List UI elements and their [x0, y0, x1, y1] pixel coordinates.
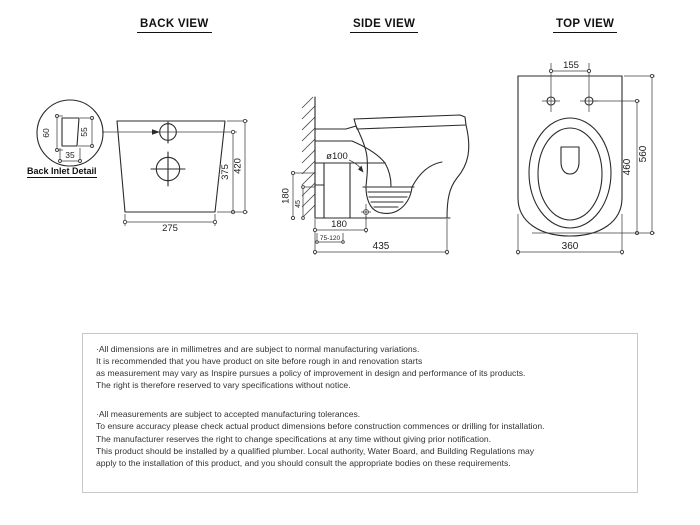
dim-inlet-60: 60: [41, 128, 51, 138]
note-line: as measurement may vary as Inspire pursu…: [96, 368, 526, 379]
dim-inlet-55: 55: [79, 127, 89, 137]
dim-top-460: 460: [622, 158, 633, 175]
dim-back-275: 275: [162, 223, 178, 234]
wall-hatch: [301, 96, 316, 219]
side-view-drawing: ø100 180 45 180 75-120: [281, 96, 470, 255]
top-view-title: TOP VIEW: [553, 18, 618, 33]
dim-side-45: 45: [295, 200, 302, 208]
dim-side-435: 435: [373, 241, 390, 252]
dim-top-560: 560: [638, 145, 649, 162]
leader-arrow-icon: [358, 165, 364, 173]
dim-side-180-horiz: 180: [331, 219, 347, 230]
back-inlet-detail-drawing: 60 55 35: [36, 99, 104, 167]
top-view-drawing: 155 460 560 360: [515, 60, 655, 255]
note-line: apply to the installation of this produc…: [96, 457, 511, 468]
note-line: It is recommended that you have product …: [96, 356, 423, 367]
notes-panel: ·All dimensions are in millimetres and a…: [82, 333, 638, 493]
note-line: To ensure accuracy please check actual p…: [96, 421, 545, 432]
dim-top-155: 155: [563, 60, 579, 71]
dim-inlet-35: 35: [65, 150, 75, 160]
note-line: ·All dimensions are in millimetres and a…: [96, 344, 420, 354]
dim-top-360: 360: [562, 241, 579, 252]
notes-paragraph-1: ·All dimensions are in millimetres and a…: [96, 343, 625, 391]
back-inlet-detail-label: Back Inlet Detail: [27, 166, 97, 178]
back-view-title: BACK VIEW: [137, 18, 212, 33]
dim-side-setout-range: 75-120: [320, 235, 341, 242]
leader-arrow-icon: [152, 129, 160, 135]
dim-side-180-vert: 180: [281, 188, 292, 204]
dim-side-outlet-dia: ø100: [326, 151, 348, 162]
dim-back-420: 420: [233, 158, 244, 174]
note-line: The right is therefore reserved to vary …: [96, 380, 351, 391]
note-line: The manufacturer reserves the right to c…: [96, 433, 492, 444]
note-line: This product should be installed by a qu…: [96, 445, 535, 456]
side-view-title: SIDE VIEW: [350, 18, 419, 33]
notes-paragraph-2: ·All measurements are subject to accepte…: [96, 408, 625, 468]
dim-back-375: 375: [220, 164, 231, 180]
back-view-drawing: 375 420 275: [102, 118, 248, 234]
note-line: ·All measurements are subject to accepte…: [96, 409, 361, 420]
